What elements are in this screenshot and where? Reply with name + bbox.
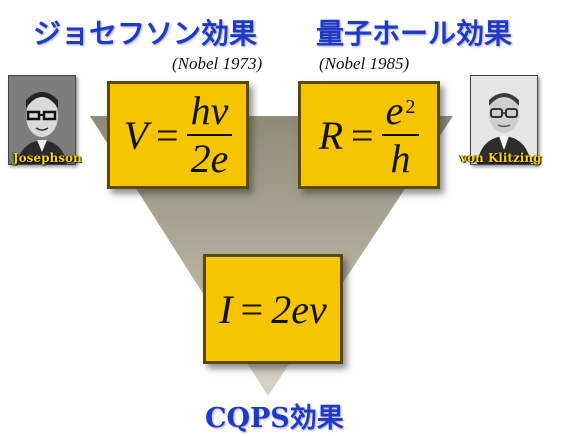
josephson-nobel-year: (Nobel 1973) <box>172 54 263 73</box>
josephson-photo <box>8 75 76 165</box>
fraction-bar <box>186 134 233 136</box>
von-klitzing-photo <box>470 75 538 165</box>
quantum-hall-effect-title: 量子ホール効果 <box>316 17 513 50</box>
von-klitzing-caption: von Klitzing <box>460 151 542 165</box>
josephson-numerator: hν <box>190 88 229 133</box>
cqps-effect-title: CQPS効果 <box>205 403 344 434</box>
josephson-lhs: V <box>123 112 149 158</box>
josephson-effect-title: ジョセフソン効果 <box>33 17 258 50</box>
cqps-equation-box: I = 2eν <box>203 254 343 364</box>
cqps-equation: I = 2eν <box>219 286 326 333</box>
josephson-denominator: 2e <box>190 136 229 181</box>
cqps-lhs: I <box>219 286 233 332</box>
josephson-equals: = <box>156 112 179 158</box>
hall-denominator: h <box>390 136 411 181</box>
hall-equals: = <box>351 112 374 158</box>
josephson-portrait-icon <box>9 76 75 164</box>
hall-numerator-base: e <box>385 88 404 133</box>
cqps-rhs: 2eν <box>271 286 327 332</box>
josephson-equation-box: V = hν 2e <box>107 81 249 189</box>
fraction-bar <box>381 134 420 136</box>
josephson-caption: Josephson <box>13 151 82 165</box>
von-klitzing-portrait-icon <box>471 76 537 164</box>
hall-exponent: 2 <box>405 96 416 118</box>
hall-lhs: R <box>318 112 344 158</box>
von-klitzing-nobel-year: (Nobel 1985) <box>319 54 410 73</box>
cqps-equals: = <box>240 286 264 332</box>
josephson-fraction: hν 2e <box>186 88 233 181</box>
josephson-equation: V = hν 2e <box>124 91 233 179</box>
